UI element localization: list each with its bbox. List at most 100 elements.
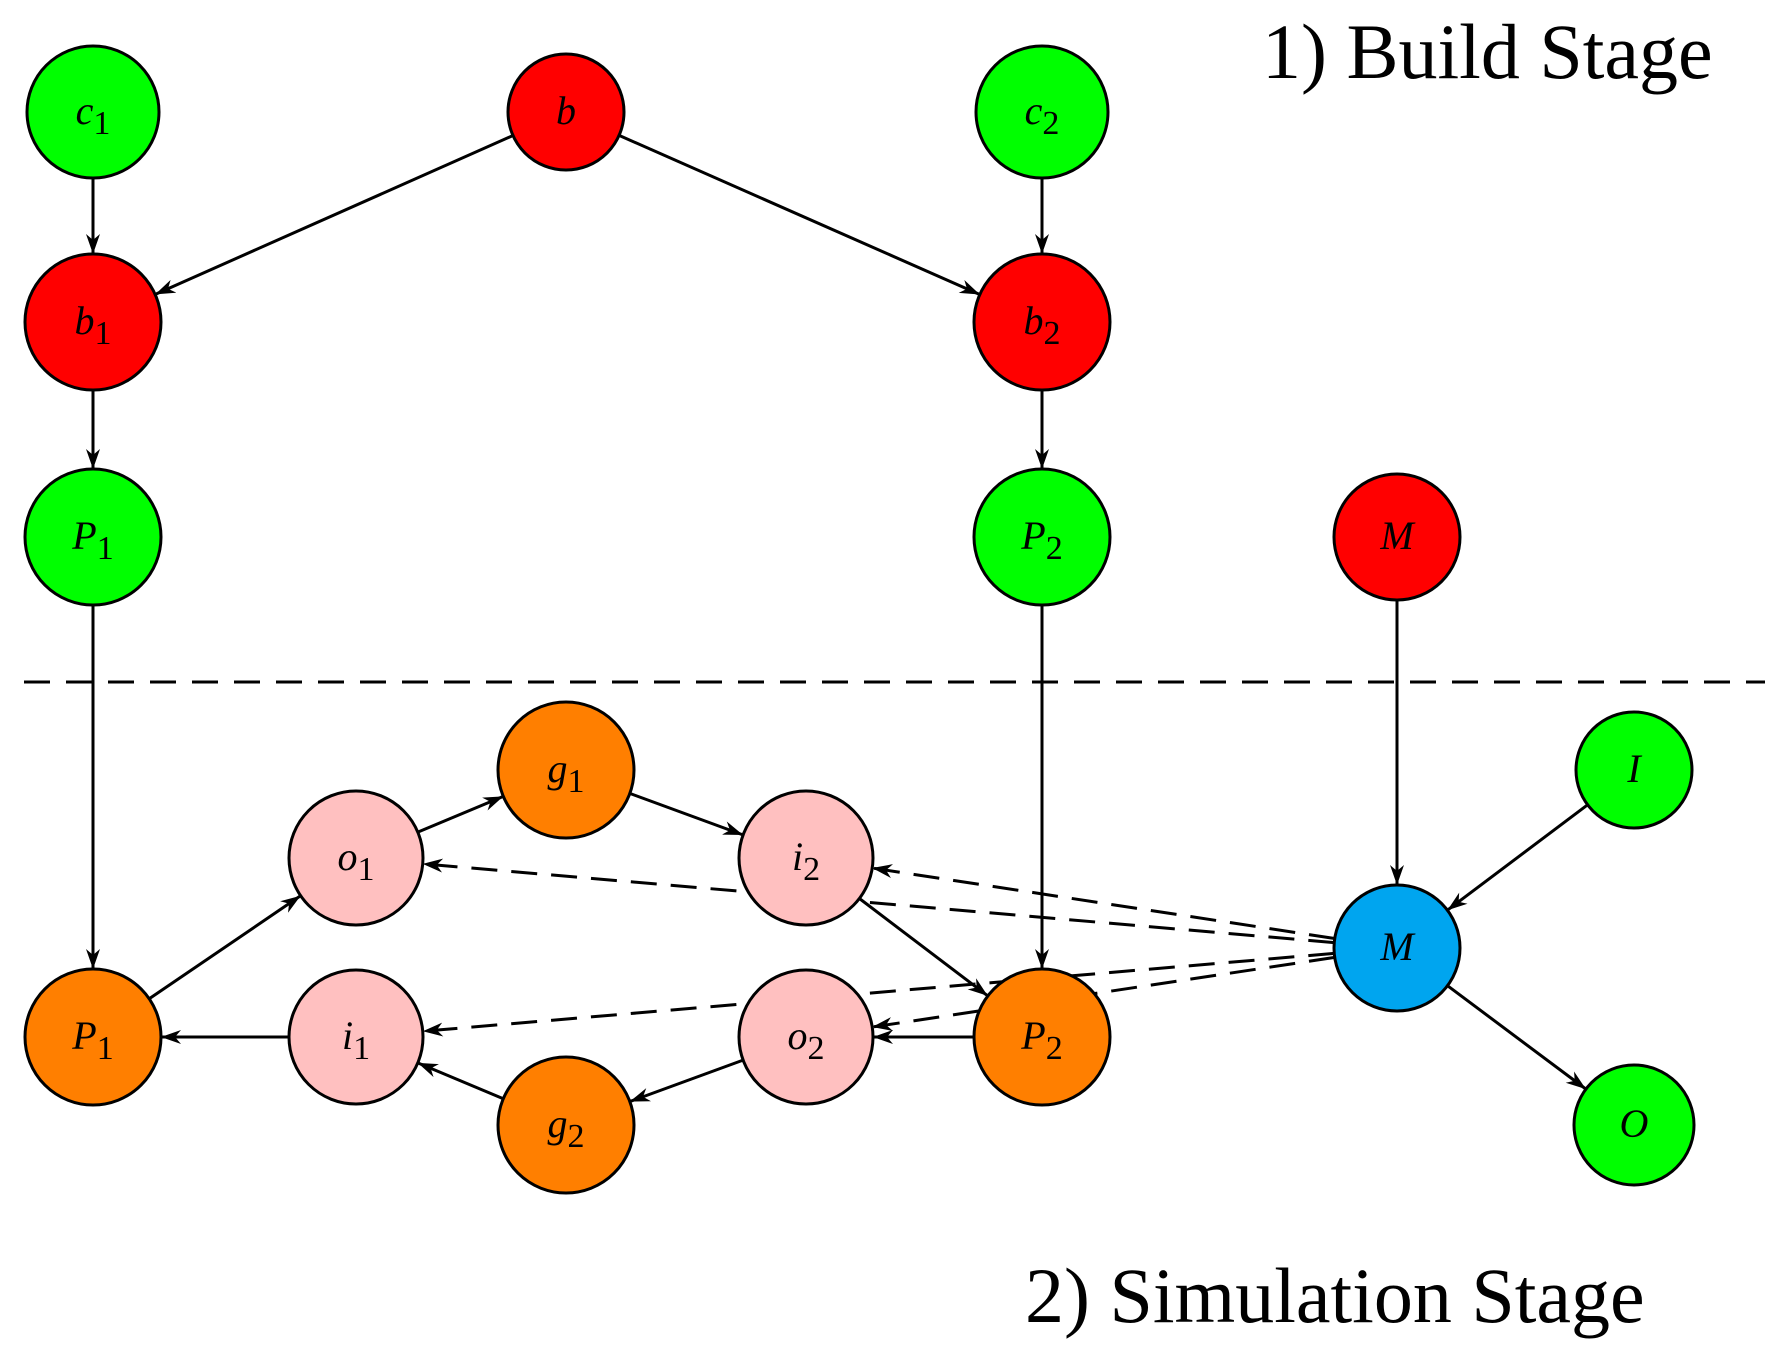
node-circle-Ms	[1332, 883, 1462, 1013]
node-circle-P2s	[972, 967, 1112, 1107]
node-subscript-g2: 2	[568, 1118, 585, 1155]
node-subscript-o2: 2	[808, 1030, 825, 1067]
node-label-o2: o2	[788, 1013, 825, 1067]
node-subscript-c1: 1	[93, 105, 110, 142]
node-letter-i1: i	[342, 1013, 353, 1058]
edge-P1s-to-o1	[148, 895, 301, 1000]
node-subscript-c2: 2	[1042, 105, 1059, 142]
node-subscript-i1: 1	[353, 1030, 370, 1067]
edge-Ms-to-i2	[872, 864, 1335, 940]
edge-Ms-to-i1	[422, 951, 1335, 1037]
node-circle-P1s	[23, 967, 163, 1107]
node-letter-b2: b	[1024, 298, 1044, 343]
node-letter-P2s: P	[1020, 1013, 1045, 1058]
node-I: I	[1574, 710, 1694, 830]
node-subscript-g1: 1	[568, 763, 585, 800]
node-O: O	[1572, 1063, 1696, 1187]
node-i1: i1	[287, 968, 425, 1106]
node-circle-O	[1572, 1063, 1696, 1187]
node-circle-g2	[496, 1055, 636, 1195]
node-label-i2: i2	[792, 834, 820, 888]
node-letter-P1s: P	[71, 1013, 96, 1058]
node-label-O: O	[1620, 1101, 1649, 1146]
node-label-b2: b2	[1024, 298, 1061, 352]
node-letter-g1: g	[548, 746, 568, 791]
edge-g2-to-i1	[417, 1061, 504, 1101]
node-letter-c2: c	[1025, 88, 1043, 133]
node-b: b	[506, 52, 626, 172]
node-P1b: P1	[23, 467, 163, 607]
node-subscript-P2b: 2	[1046, 530, 1063, 567]
node-P2s: P2	[972, 967, 1112, 1107]
node-letter-Mb: M	[1379, 513, 1416, 558]
node-g1: g1	[496, 700, 636, 840]
node-subscript-P2s: 2	[1046, 1030, 1063, 1067]
node-label-b1: b1	[75, 298, 112, 352]
node-o2: o2	[737, 968, 875, 1106]
edge-o2-to-g2	[629, 1058, 744, 1103]
node-label-i1: i1	[342, 1013, 370, 1067]
build-stage-label: 1) Build Stage	[1262, 8, 1713, 95]
node-circle-P2b	[972, 467, 1112, 607]
node-b2: b2	[972, 252, 1112, 392]
node-letter-P1b: P	[71, 513, 96, 558]
node-label-P2b: P2	[1020, 513, 1062, 567]
node-c1: c1	[25, 44, 161, 180]
node-circle-i1	[287, 968, 425, 1106]
node-P2b: P2	[972, 467, 1112, 607]
node-circle-o2	[737, 968, 875, 1106]
node-letter-I: I	[1626, 746, 1642, 791]
node-label-g2: g2	[548, 1101, 585, 1155]
node-subscript-b2: 2	[1044, 315, 1061, 352]
node-subscript-P1s: 1	[97, 1030, 114, 1067]
node-subscript-P1b: 1	[97, 530, 114, 567]
node-letter-o1: o	[338, 834, 358, 879]
simulation-stage-label: 2) Simulation Stage	[1025, 1252, 1645, 1339]
edge-b-to-b2	[618, 134, 980, 296]
node-letter-b: b	[556, 88, 576, 133]
node-Ms: M	[1332, 883, 1462, 1013]
node-label-c2: c2	[1025, 88, 1060, 142]
node-circle-b2	[972, 252, 1112, 392]
node-subscript-o1: 1	[358, 851, 375, 888]
edge-I-to-Ms	[1447, 803, 1589, 911]
node-label-c1: c1	[76, 88, 111, 142]
node-g2: g2	[496, 1055, 636, 1195]
node-letter-g2: g	[548, 1101, 568, 1146]
node-P1s: P1	[23, 967, 163, 1107]
node-label-g1: g1	[548, 746, 585, 800]
node-letter-o2: o	[788, 1013, 808, 1058]
node-label-Mb: M	[1379, 513, 1416, 558]
node-label-Ms: M	[1379, 924, 1416, 969]
node-o1: o1	[287, 789, 425, 927]
node-label-b: b	[556, 88, 576, 133]
node-label-o1: o1	[338, 834, 375, 888]
node-circle-b1	[23, 252, 163, 392]
node-letter-Ms: M	[1379, 924, 1416, 969]
node-circle-c1	[25, 44, 161, 180]
node-label-I: I	[1626, 746, 1642, 791]
edge-o1-to-g1	[417, 795, 504, 834]
node-i2: i2	[737, 789, 875, 927]
edge-b-to-b1	[155, 134, 514, 296]
edge-layer	[86, 134, 1589, 1103]
node-subscript-i2: 2	[803, 851, 820, 888]
node-subscript-b1: 1	[95, 315, 112, 352]
node-label-P1b: P1	[71, 513, 113, 567]
node-letter-b1: b	[75, 298, 95, 343]
edge-i2-to-P2s	[858, 897, 988, 997]
node-letter-O: O	[1620, 1101, 1649, 1146]
node-b1: b1	[23, 252, 163, 392]
node-circle-P1b	[23, 467, 163, 607]
node-letter-P2b: P	[1020, 513, 1045, 558]
edge-Ms-to-o1	[422, 858, 1335, 945]
node-circle-o1	[287, 789, 425, 927]
node-circle-I	[1574, 710, 1694, 830]
node-circle-g1	[496, 700, 636, 840]
edge-Ms-to-O	[1446, 984, 1586, 1090]
node-circle-b	[506, 52, 626, 172]
node-letter-i2: i	[792, 834, 803, 879]
edge-g1-to-i2	[629, 791, 744, 837]
